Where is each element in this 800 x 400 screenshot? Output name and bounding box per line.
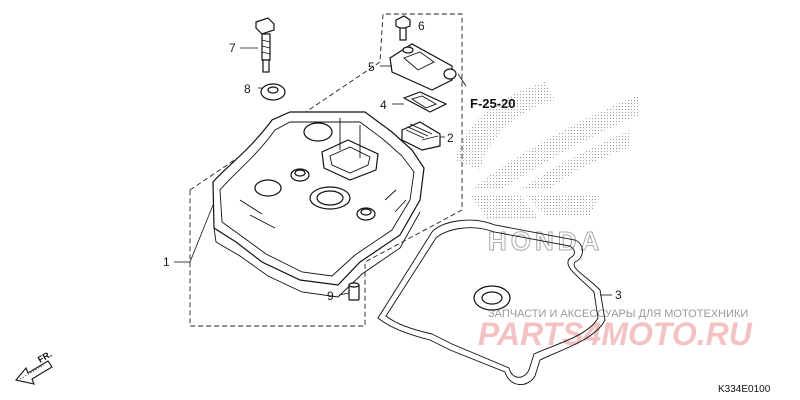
- callout-9[interactable]: 9: [327, 289, 334, 303]
- reed-plate-part-2: [401, 121, 441, 151]
- front-direction-label: FR.: [36, 349, 54, 365]
- watermark-site-name: PARTS4MOTO.RU: [478, 316, 753, 352]
- cylinder-head-cover: [212, 111, 425, 298]
- honda-wing-logo: HONDA: [455, 82, 640, 257]
- watermark-tagline: ЗАПЧАСТИ И АКСЕССУАРЫ ДЛЯ МОТОТЕХНИКИ: [488, 308, 748, 320]
- leader-lines: [174, 47, 612, 296]
- callout-4[interactable]: 4: [380, 98, 387, 112]
- callout-5[interactable]: 5: [368, 60, 375, 74]
- front-arrow-icon: [14, 360, 53, 385]
- callout-2[interactable]: 2: [447, 131, 454, 145]
- washer-part-8: [260, 83, 286, 101]
- collar-part-9: [348, 282, 360, 301]
- callout-7[interactable]: 7: [229, 41, 236, 55]
- callout-6[interactable]: 6: [418, 19, 425, 33]
- callout-1[interactable]: 1: [163, 255, 170, 269]
- honda-logo-text: HONDA: [488, 226, 603, 256]
- cross-reference-link[interactable]: F-25-20: [470, 96, 516, 111]
- gasket-part-4: [402, 91, 448, 113]
- bolt-part-7: [255, 17, 275, 73]
- callout-8[interactable]: 8: [244, 82, 251, 96]
- head-cover-gasket-part-3: [377, 219, 606, 385]
- callout-3[interactable]: 3: [615, 288, 622, 302]
- callout-labels: 1 2 3 4 5 6 7 8 9: [163, 19, 622, 303]
- diagram-code: K334E0100: [718, 384, 771, 395]
- front-direction-indicator: FR.: [14, 349, 54, 385]
- breather-plate-part-5: [389, 43, 457, 91]
- assembly-boundary: [189, 13, 463, 327]
- site-watermark: ЗАПЧАСТИ И АКСЕССУАРЫ ДЛЯ МОТОТЕХНИКИ PA…: [478, 308, 753, 352]
- bolt-part-6: [395, 15, 411, 41]
